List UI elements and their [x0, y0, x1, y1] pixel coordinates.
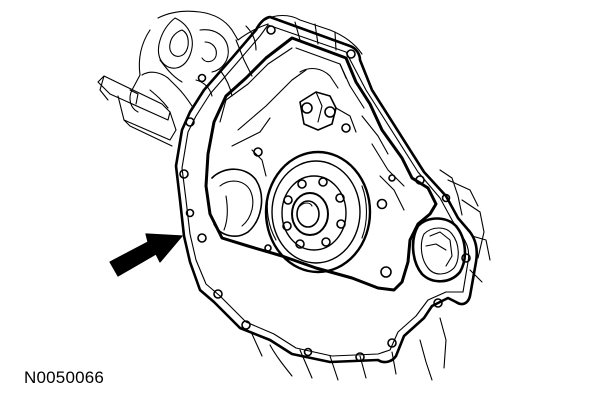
figure-number: N0050066 — [24, 368, 105, 387]
gasket-side-opening — [411, 217, 467, 283]
rear-cover-gasket — [174, 15, 479, 364]
callout-arrow-icon — [109, 233, 183, 277]
crankshaft-rear-flange — [264, 150, 372, 274]
rear-cover-plate — [204, 36, 438, 292]
